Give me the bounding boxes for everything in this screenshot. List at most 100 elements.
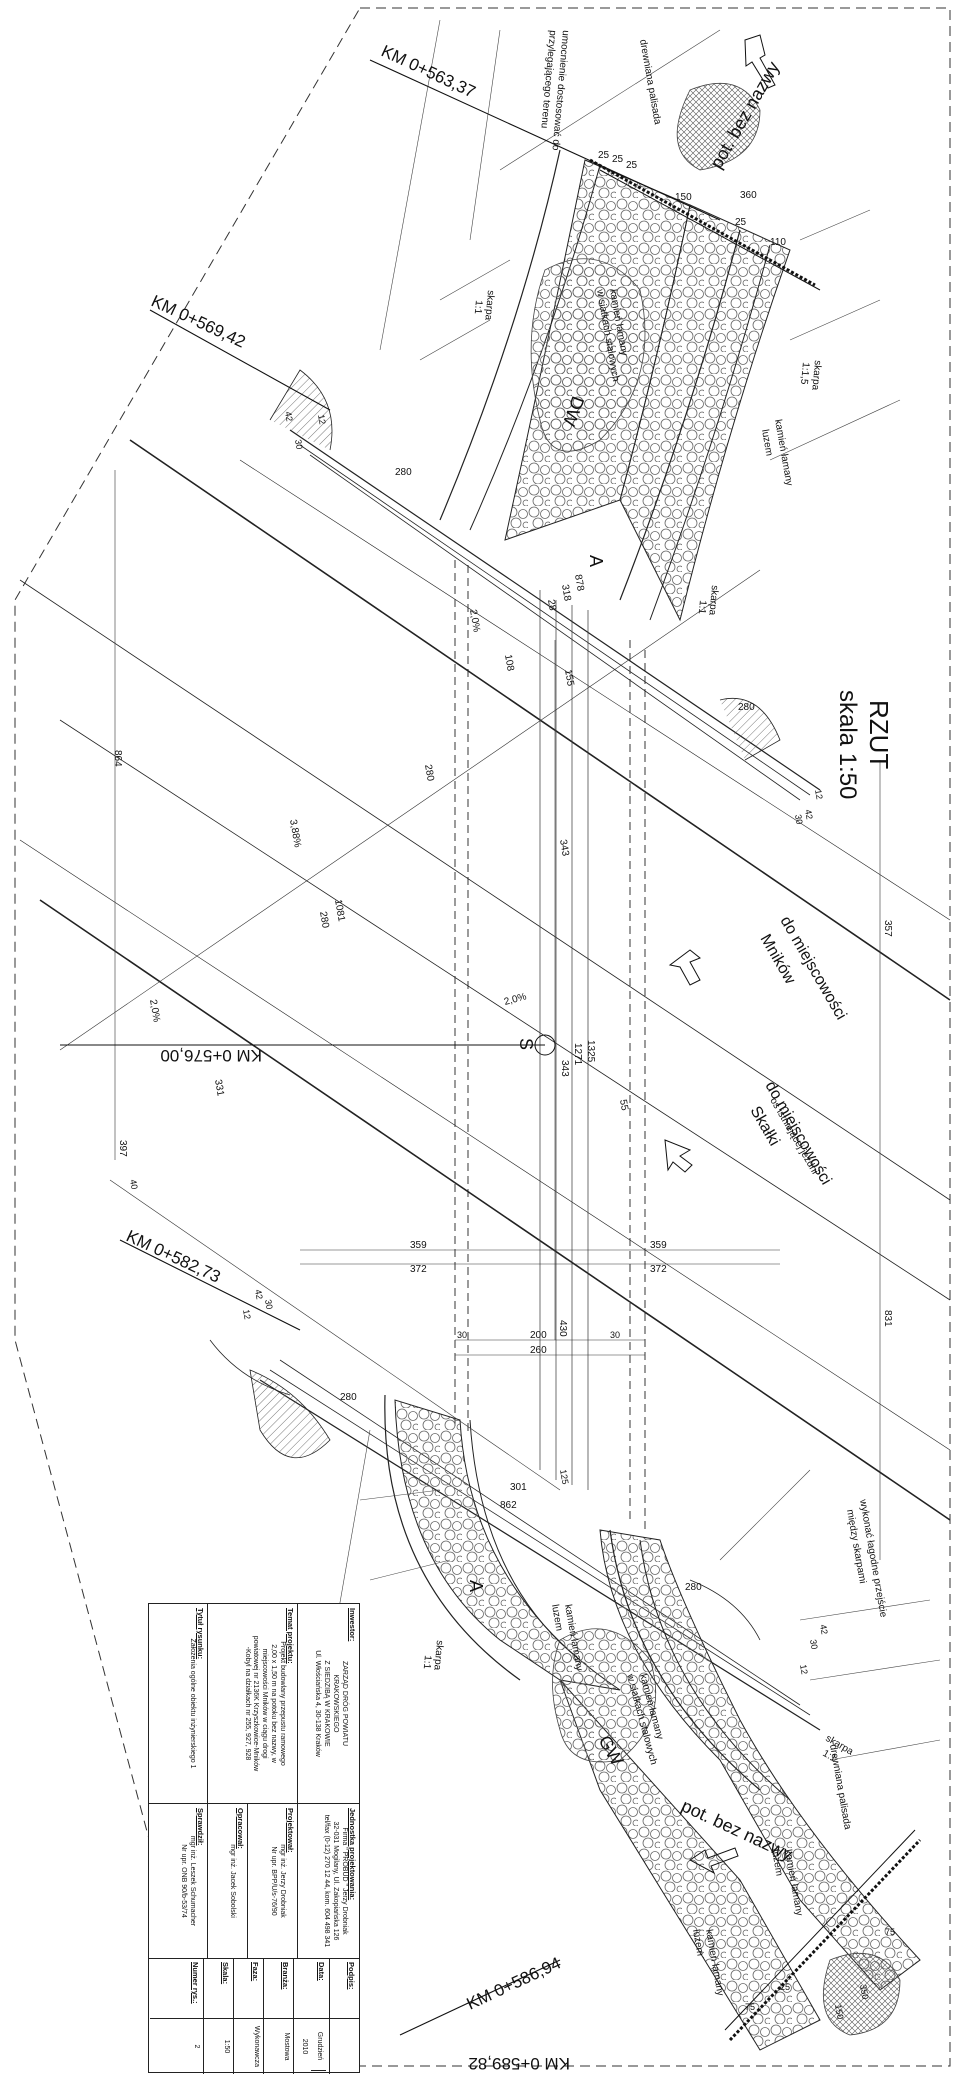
dim: 430	[557, 1320, 568, 1337]
tb-project-5: -Kobyl na działkach nr 255, 927, 928	[243, 1646, 251, 1761]
tb-unit-2: 32-031 Mogilany, Ul. Zakopiańska 126	[331, 1821, 339, 1941]
dim: 359	[410, 1240, 427, 1251]
s-marker-circle	[534, 1034, 556, 1056]
dim: 12	[241, 1309, 253, 1321]
dim: 75	[745, 2002, 755, 2012]
culvert-inner	[539, 590, 589, 1490]
tb-project-2: 2,00 x 1,50 m na potoku bez nazwy, w	[269, 1644, 277, 1763]
km-582: KM 0+582,73	[123, 1226, 223, 1286]
section-a-bottom: A	[466, 1580, 486, 1592]
dim: 280	[395, 467, 412, 478]
dim: 108	[502, 654, 516, 673]
skarpa-11b-ratio: 1:1	[696, 600, 708, 615]
dim: 125	[558, 1469, 570, 1486]
skarpa-11c: skarpa	[431, 1640, 445, 1671]
wing-walls	[209, 369, 781, 1641]
tb-num-label: Numer rys.:	[150, 1959, 203, 2019]
tb-project: Temat projektu: Projekt budowlany przepu…	[207, 1604, 297, 1803]
dim: 280	[317, 911, 331, 930]
title-block-grid: Inwestor: ZARZĄD DRÓG POWIATU KRAKOWSKIE…	[148, 1603, 360, 2074]
km-586: KM 0+586,94	[464, 1953, 564, 2013]
dim: 318	[559, 584, 573, 603]
tb-scale-row: Skala: 1:50	[203, 1959, 233, 2074]
palisade-top-label: drewniana palisada	[637, 39, 663, 126]
tb-unit: Jednostka projektowania: Firma " PROBUD …	[297, 1804, 359, 1958]
dim: 150	[675, 192, 692, 203]
dim: 30	[610, 1330, 620, 1340]
dim: 30	[808, 1639, 820, 1651]
dim: 343	[557, 839, 571, 858]
tb-unit-3: tel/fax (0-12) 270 12 44, kom. 604 498 3…	[323, 1814, 331, 1948]
tb-sign-value	[330, 2019, 359, 2074]
dim: 30	[263, 1299, 275, 1311]
dim: 25	[612, 154, 624, 165]
tb-date-value-1: Grudzień	[311, 2022, 326, 2071]
dim: 372	[650, 1264, 667, 1275]
dim: 150	[833, 2004, 845, 2021]
dim: 357	[882, 920, 893, 937]
section-a-top: A	[586, 555, 606, 567]
dim: 30	[457, 1330, 467, 1340]
dim: 878	[572, 574, 586, 593]
km-563: KM 0+563,37	[378, 41, 478, 101]
dim: 331	[212, 1079, 226, 1098]
slope-20c: 2,0%	[147, 999, 162, 1023]
tb-project-3: miejscowości Mników w ciągu drogi	[261, 1648, 269, 1759]
dim: 25	[735, 217, 747, 228]
tb-drafter: Opracował: mgr inż. Jacek Sobolski	[207, 1804, 247, 1958]
title-block: Inwestor: ZARZĄD DRÓG POWIATU KRAKOWSKIE…	[148, 1603, 360, 2074]
skarpa-115-ratio: 1:1,5	[798, 362, 811, 386]
dim: 864	[112, 750, 123, 767]
stone-loose-bottom3-2: luzem	[690, 1929, 705, 1957]
dim: 110	[770, 237, 786, 248]
tb-unit-1: Firma " PROBUD " Jerzy Drobniak	[340, 1827, 348, 1935]
slope-388: 3,88%	[287, 819, 303, 849]
tb-left-column: Inwestor: ZARZĄD DRÓG POWIATU KRAKOWSKIE…	[149, 1604, 359, 1804]
skarpa-11c-ratio: 1:1	[421, 1655, 433, 1670]
dim: 42	[283, 411, 295, 423]
stone-loose-top-1: kamień łamany	[772, 419, 795, 487]
dim: 862	[500, 1500, 517, 1511]
tb-num-value: 2	[193, 2044, 200, 2049]
tb-branch-row: Branża: Mostowa	[263, 1959, 293, 2074]
dim: 25	[626, 160, 638, 171]
km-589: KM 0+589,82	[468, 2054, 570, 2073]
dim: 397	[117, 1140, 128, 1157]
dim: 12	[813, 789, 825, 801]
skarpa-11a-ratio: 1:1	[472, 300, 484, 315]
tb-checker-label: Sprawdził:	[196, 1808, 205, 1846]
tb-phase-label: Faza:	[234, 1959, 263, 2019]
tb-phase-value: Wykonawcza	[253, 2025, 260, 2068]
tb-sign-label: Podpis:	[330, 1959, 359, 2019]
tb-designer-label: Projektował:	[286, 1808, 295, 1853]
plan-title: RZUT	[864, 700, 894, 769]
tb-drafter-label: Opracował:	[236, 1808, 245, 1849]
dim: 280	[738, 702, 755, 713]
dimension-texts: 25 25 25 150 360 25 110 280 878 318 28 1…	[112, 150, 895, 2020]
km-576: KM 0+576,00	[160, 1046, 262, 1065]
tb-drafter-1: mgr inż. Jacek Sobolski	[228, 1844, 236, 1918]
dim: 1271	[572, 1043, 583, 1066]
dim: 200	[530, 1330, 547, 1341]
terrain-lines	[329, 19, 941, 1761]
title-block-rotated: Inwestor: ZARZĄD DRÓG POWIATU KRAKOWSKIE…	[148, 1603, 360, 2074]
tb-date-label: Data:	[293, 1959, 329, 2019]
dim: 155	[562, 669, 576, 688]
tb-branch-value: Mostowa	[283, 2032, 290, 2061]
stone-loose-bottom2-2: luzem	[769, 1849, 784, 1877]
dim: 359	[650, 1240, 667, 1251]
dim: 280	[685, 1582, 702, 1593]
dim: 30	[293, 439, 305, 451]
tb-investor-3: Z SIEDZIBĄ W KRAKOWIE	[323, 1660, 331, 1747]
tb-branch-label: Branża:	[264, 1959, 293, 2019]
culvert-body	[259, 429, 821, 1731]
tb-drawing-title-value: Założenia ogólne obiektu inżynierskiego …	[188, 1638, 196, 1769]
stone-loose-bottom-2: luzem	[549, 1604, 564, 1632]
s-label: S	[516, 1038, 536, 1050]
dim: 40	[128, 1179, 140, 1191]
dimension-lines	[59, 470, 881, 1560]
